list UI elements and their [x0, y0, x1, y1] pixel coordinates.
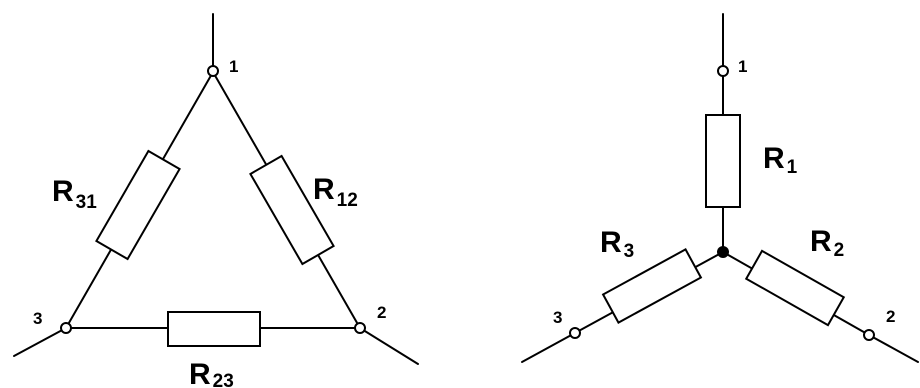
- delta-node-label-3: 3: [33, 309, 42, 328]
- resistor-r31: [95, 149, 181, 261]
- star-terminal-3: [569, 327, 581, 339]
- star-node-label-2: 2: [886, 307, 895, 326]
- star-node-label-1: 1: [738, 57, 747, 76]
- resistor-r23: [167, 311, 261, 347]
- delta-terminal-1: [207, 65, 219, 77]
- delta-node-label-1: 1: [229, 57, 238, 76]
- star-junction-node: [717, 246, 729, 258]
- delta-terminal-2: [354, 322, 366, 334]
- star-terminal-1: [717, 65, 729, 77]
- delta-lead-2: [359, 327, 419, 365]
- star-node-label-3: 3: [553, 308, 562, 327]
- star-lead-3: [521, 332, 576, 363]
- star-lead-2: [868, 334, 919, 363]
- resistor-r2: [744, 249, 846, 327]
- delta-node-label-2: 2: [377, 303, 386, 322]
- delta-lead-3: [13, 327, 67, 357]
- star-terminal-2: [863, 329, 875, 341]
- resistor-r1: [705, 114, 741, 208]
- resistor-r3: [601, 248, 703, 324]
- delta-terminal-3: [60, 322, 72, 334]
- resistor-r12: [249, 154, 335, 266]
